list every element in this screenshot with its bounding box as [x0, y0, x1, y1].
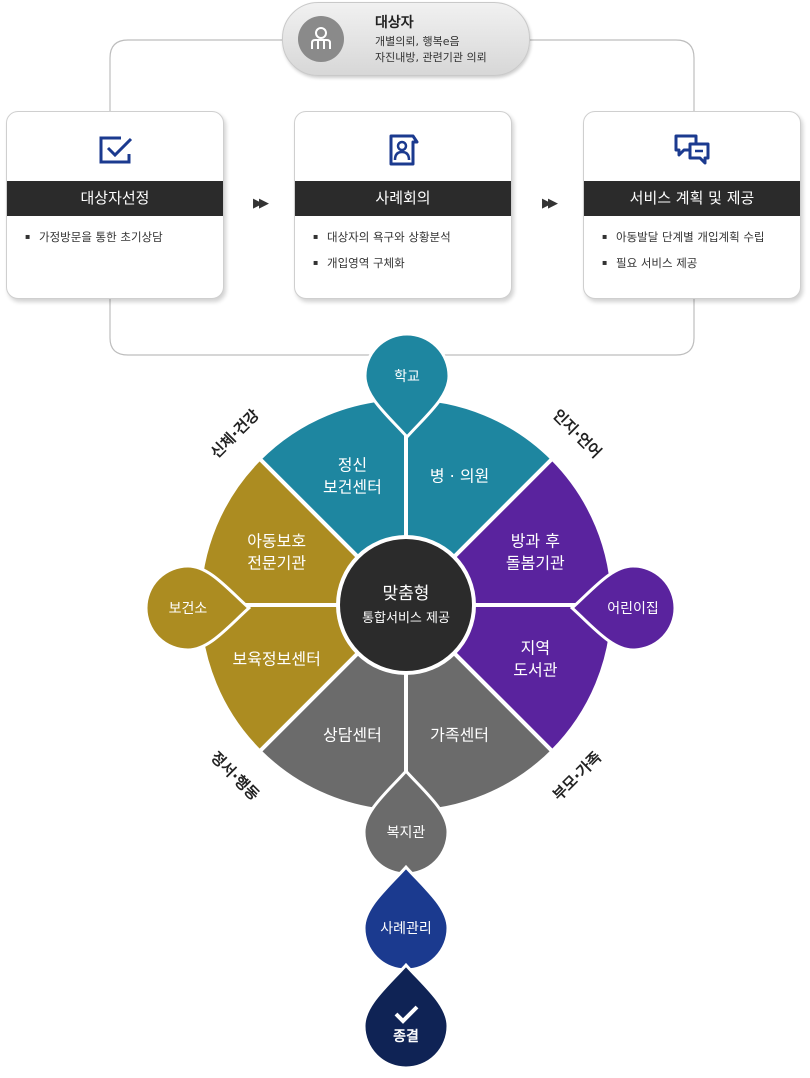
- step-item: 가정방문을 통한 초기상담: [25, 224, 163, 250]
- quadrant-label: 부모·가족: [549, 748, 605, 804]
- step-title: 사례회의: [295, 181, 511, 216]
- drop-school-label: 학교: [394, 369, 420, 385]
- drop-closure-label: 종결: [393, 1028, 419, 1045]
- target-pill: 대상자 개별의뢰, 행복e음 자진내방, 관련기관 의뢰: [282, 2, 530, 76]
- quadrant-label: 인지·언어: [549, 406, 605, 462]
- double-arrow-icon: ▶▶: [542, 196, 558, 211]
- drop-welfare-center-label: 복지관: [387, 825, 426, 841]
- segment-label: 상담센터: [323, 725, 382, 744]
- speech-bubbles-icon: [672, 130, 712, 170]
- center-subtitle: 통합서비스 제공: [362, 611, 450, 626]
- drop-closure: 종결: [362, 962, 450, 1070]
- target-line: 개별의뢰, 행복e음: [375, 35, 460, 48]
- drop-kindergarten-label: 어린이집: [607, 601, 659, 617]
- step-item: 대상자의 욕구와 상황분석: [313, 224, 451, 250]
- person-icon: [298, 16, 344, 62]
- step-item: 필요 서비스 제공: [602, 250, 765, 276]
- step-title: 대상자선정: [7, 181, 223, 216]
- segment-label: 병 · 의원: [430, 467, 489, 486]
- drop-school: 학교: [363, 332, 451, 440]
- target-description: 개별의뢰, 행복e음 자진내방, 관련기관 의뢰: [375, 34, 487, 66]
- target-line: 자진내방, 관련기관 의뢰: [375, 51, 487, 64]
- step-item: 아동발달 단계별 개입계획 수립: [602, 224, 765, 250]
- target-title: 대상자: [375, 15, 414, 31]
- step-title: 서비스 계획 및 제공: [584, 181, 800, 216]
- drop-case-management-label: 사례관리: [380, 921, 432, 937]
- step-card-service: 서비스 계획 및 제공 아동발달 단계별 개입계획 수립 필요 서비스 제공: [583, 111, 801, 299]
- drop-case-management: 사례관리: [362, 864, 450, 972]
- center-circle: [340, 539, 472, 671]
- check-icon: [394, 1005, 419, 1024]
- check-box-icon: [95, 130, 135, 170]
- quadrant-label: 정서·행동: [207, 748, 263, 804]
- step-items: 대상자의 욕구와 상황분석 개입영역 구체화: [313, 224, 451, 276]
- drop-health-center-label: 보건소: [169, 601, 208, 617]
- segment-label: 보육정보센터: [232, 650, 320, 669]
- step-card-selection: 대상자선정 가정방문을 통한 초기상담: [6, 111, 224, 299]
- step-item: 개입영역 구체화: [313, 250, 451, 276]
- drop-health-center: 보건소: [144, 564, 252, 652]
- center-title: 맞춤형: [383, 584, 430, 604]
- step-card-meeting: 사례회의 대상자의 욕구와 상황분석 개입영역 구체화: [294, 111, 512, 299]
- segment-label: 가족센터: [430, 725, 489, 744]
- quadrant-label: 신체·건강: [207, 406, 263, 462]
- meeting-person-icon: [383, 130, 423, 170]
- step-items: 아동발달 단계별 개입계획 수립 필요 서비스 제공: [602, 224, 765, 276]
- double-arrow-icon: ▶▶: [253, 196, 269, 211]
- drop-kindergarten: 어린이집: [569, 564, 677, 652]
- step-items: 가정방문을 통한 초기상담: [25, 224, 163, 250]
